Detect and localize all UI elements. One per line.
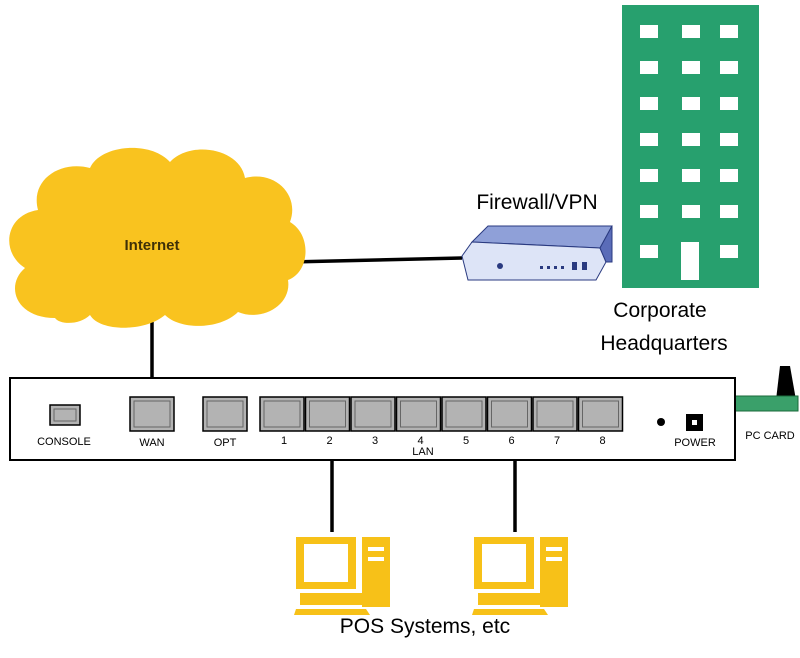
monitor-screen <box>482 544 526 582</box>
appliance: CONSOLE WAN OPT 1 2 3 4 5 6 7 8 LAN POWER <box>9 377 736 461</box>
internet-label: Internet <box>124 237 179 254</box>
monitor-screen <box>304 544 348 582</box>
power-led <box>657 418 665 426</box>
lan-port-number: 3 <box>372 435 378 447</box>
lan-port-number: 8 <box>599 435 605 447</box>
console-label: CONSOLE <box>37 436 91 448</box>
lan-port-3: 3 <box>350 396 396 447</box>
drive-slot <box>368 557 384 561</box>
building-door <box>681 242 699 280</box>
lan-label: LAN <box>412 446 433 458</box>
internet-cloud: Internet <box>9 147 306 328</box>
drive-slot <box>546 547 562 551</box>
firewall-side <box>599 225 613 263</box>
lan-port-number: 7 <box>554 435 560 447</box>
lan-port-4: 4 <box>395 396 442 447</box>
lan-port-number: 1 <box>281 435 287 447</box>
drive-slot <box>368 547 384 551</box>
lan-port-5: 5 <box>441 396 487 447</box>
lan-port-1: 1 <box>259 396 305 447</box>
lan-ports: 1 2 3 4 5 6 7 8 <box>259 396 624 447</box>
lan-port-number: 5 <box>463 435 469 447</box>
hq-label-line2: Headquarters <box>600 332 727 355</box>
keyboard <box>300 593 362 605</box>
keyboard-tray <box>472 609 548 615</box>
lan-port-2: 2 <box>304 396 351 447</box>
building-windows <box>640 25 738 258</box>
drive-slot <box>546 557 562 561</box>
firewall-label: Firewall/VPN <box>476 191 597 214</box>
lan-port-7: 7 <box>532 396 578 447</box>
keyboard-tray <box>294 609 370 615</box>
cloud-shape <box>9 147 306 328</box>
pos-computer-left <box>294 537 390 615</box>
pc-card-label: PC CARD <box>745 430 795 442</box>
firewall-led <box>497 263 503 269</box>
lan-port-number: 2 <box>326 435 332 447</box>
hq-label-line1: Corporate <box>613 299 706 322</box>
opt-label: OPT <box>214 437 237 449</box>
pos-label: POS Systems, etc <box>340 615 510 638</box>
lan-port-6: 6 <box>486 396 533 447</box>
wan-label: WAN <box>139 437 164 449</box>
lan-port-8: 8 <box>577 396 624 447</box>
firewall-device: Firewall/VPN <box>461 191 613 281</box>
hq-building: Corporate Headquarters <box>600 5 759 355</box>
pc-card: PC CARD <box>734 366 799 442</box>
antenna-icon <box>776 366 796 400</box>
pc-card-body <box>734 395 799 412</box>
lan-port-number: 4 <box>417 435 423 447</box>
building-body <box>622 5 759 288</box>
power-label: POWER <box>674 437 716 449</box>
internet-firewall-link <box>289 256 463 264</box>
firewall-front <box>461 241 607 281</box>
lan-port-number: 6 <box>508 435 514 447</box>
pos-computer-right <box>472 537 568 615</box>
firewall-port-dots <box>540 262 587 270</box>
keyboard <box>478 593 540 605</box>
